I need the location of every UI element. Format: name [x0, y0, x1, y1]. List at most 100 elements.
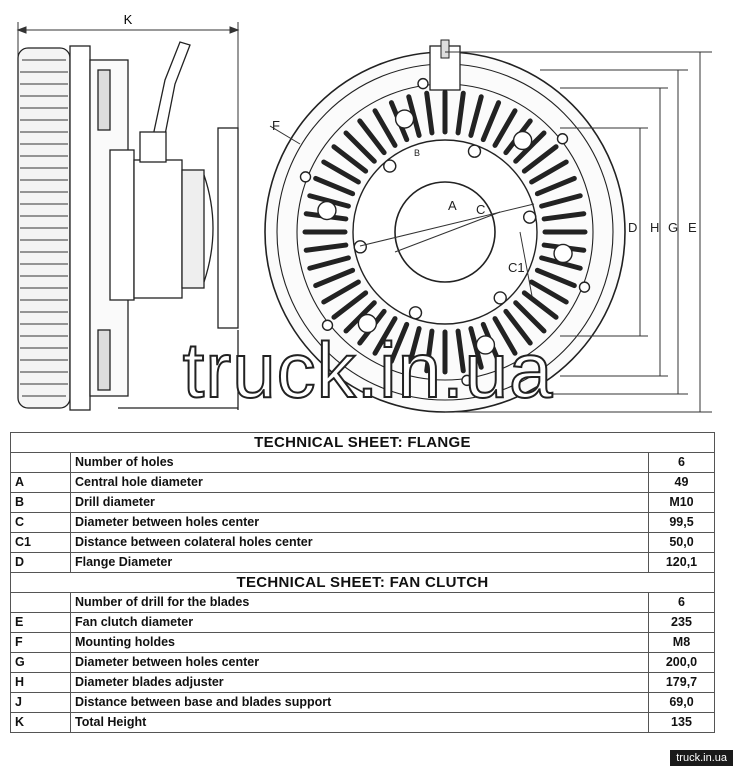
- bolt-hole: [556, 133, 569, 145]
- row-value: 69,0: [647, 692, 716, 713]
- bolt-hole: [523, 210, 537, 224]
- bolt-hole: [299, 171, 312, 183]
- bolt-hole: [357, 313, 378, 334]
- row-value: 6: [647, 452, 716, 473]
- row-value: M10: [647, 492, 716, 513]
- label-g: G: [668, 220, 678, 235]
- row-key: J: [10, 692, 71, 713]
- section-title: TECHNICAL SHEET: FLANGE: [10, 432, 715, 453]
- row-value: 50,0: [647, 532, 716, 553]
- row-label: Total Height: [70, 712, 649, 733]
- fin: [307, 255, 351, 271]
- fin: [529, 159, 569, 185]
- row-label: Drill diameter: [70, 492, 649, 513]
- row-label: Fan clutch diameter: [70, 612, 649, 633]
- label-d: D: [628, 220, 637, 235]
- label-b: B: [414, 148, 420, 158]
- bolt-hole: [353, 240, 367, 254]
- bolt-hole: [383, 159, 397, 173]
- row-key: E: [10, 612, 71, 633]
- bolt-hole: [317, 200, 337, 221]
- row-label: Number of holes: [70, 452, 649, 473]
- row-key: D: [10, 552, 71, 573]
- label-k: K: [124, 12, 133, 27]
- row-label: Central hole diameter: [70, 472, 649, 493]
- row-label: Mounting holdes: [70, 632, 649, 653]
- fin: [534, 267, 577, 289]
- fin: [513, 130, 547, 164]
- row-key: C1: [10, 532, 71, 553]
- row-value: 99,5: [647, 512, 716, 533]
- section-title-row: TECHNICAL SHEET: FAN CLUTCH: [10, 572, 715, 593]
- fin: [388, 321, 410, 364]
- fin: [513, 300, 547, 334]
- row-key: G: [10, 652, 71, 673]
- fin: [343, 300, 377, 334]
- row-key: A: [10, 472, 71, 493]
- fin: [331, 144, 369, 174]
- label-c1: C1: [508, 260, 525, 275]
- watermark: truck.in.ua: [182, 325, 554, 415]
- bolt-hole: [475, 335, 496, 355]
- fin: [529, 279, 569, 305]
- row-value: 235: [647, 612, 716, 633]
- row-value: M8: [647, 632, 716, 653]
- row-value: 120,1: [647, 552, 716, 573]
- bolt-hole: [394, 109, 415, 129]
- row-key: [10, 592, 71, 613]
- row-key: H: [10, 672, 71, 693]
- row-label: Diameter between holes center: [70, 512, 649, 533]
- site-badge[interactable]: truck.in.ua: [670, 750, 733, 766]
- technical-drawing: K: [16, 12, 712, 413]
- fin: [521, 144, 559, 174]
- bolt-hole: [493, 291, 507, 305]
- row-key: B: [10, 492, 71, 513]
- row-key: C: [10, 512, 71, 533]
- label-f: F: [272, 118, 280, 133]
- fin: [406, 326, 422, 370]
- fin: [468, 94, 484, 138]
- bolt-hole: [578, 281, 591, 293]
- fin: [534, 175, 577, 197]
- fin: [455, 328, 466, 374]
- fin: [321, 159, 361, 185]
- fin: [492, 316, 518, 356]
- row-key: K: [10, 712, 71, 733]
- fin: [313, 267, 356, 289]
- fin: [503, 308, 533, 346]
- fin: [372, 108, 398, 148]
- bolt-hole: [467, 144, 482, 158]
- row-label: Diameter between holes center: [70, 652, 649, 673]
- row-value: 135: [647, 712, 716, 733]
- row-label: Flange Diameter: [70, 552, 649, 573]
- fin: [492, 108, 518, 148]
- fin: [424, 90, 435, 136]
- fin: [539, 193, 583, 209]
- fin: [406, 94, 422, 138]
- fin: [372, 316, 398, 356]
- dimension-k: [16, 22, 240, 130]
- bolt-hole: [461, 374, 473, 387]
- fin: [357, 118, 387, 156]
- fin: [455, 90, 466, 136]
- section-title-row: TECHNICAL SHEET: FLANGE: [10, 432, 715, 453]
- row-value: 49: [647, 472, 716, 493]
- label-e: E: [688, 220, 697, 235]
- bolt-hole: [321, 319, 334, 331]
- bolt-hole: [512, 130, 533, 151]
- row-value: 179,7: [647, 672, 716, 693]
- row-key: [10, 452, 71, 473]
- fin: [303, 242, 349, 253]
- fin: [539, 255, 583, 271]
- fin: [541, 211, 587, 222]
